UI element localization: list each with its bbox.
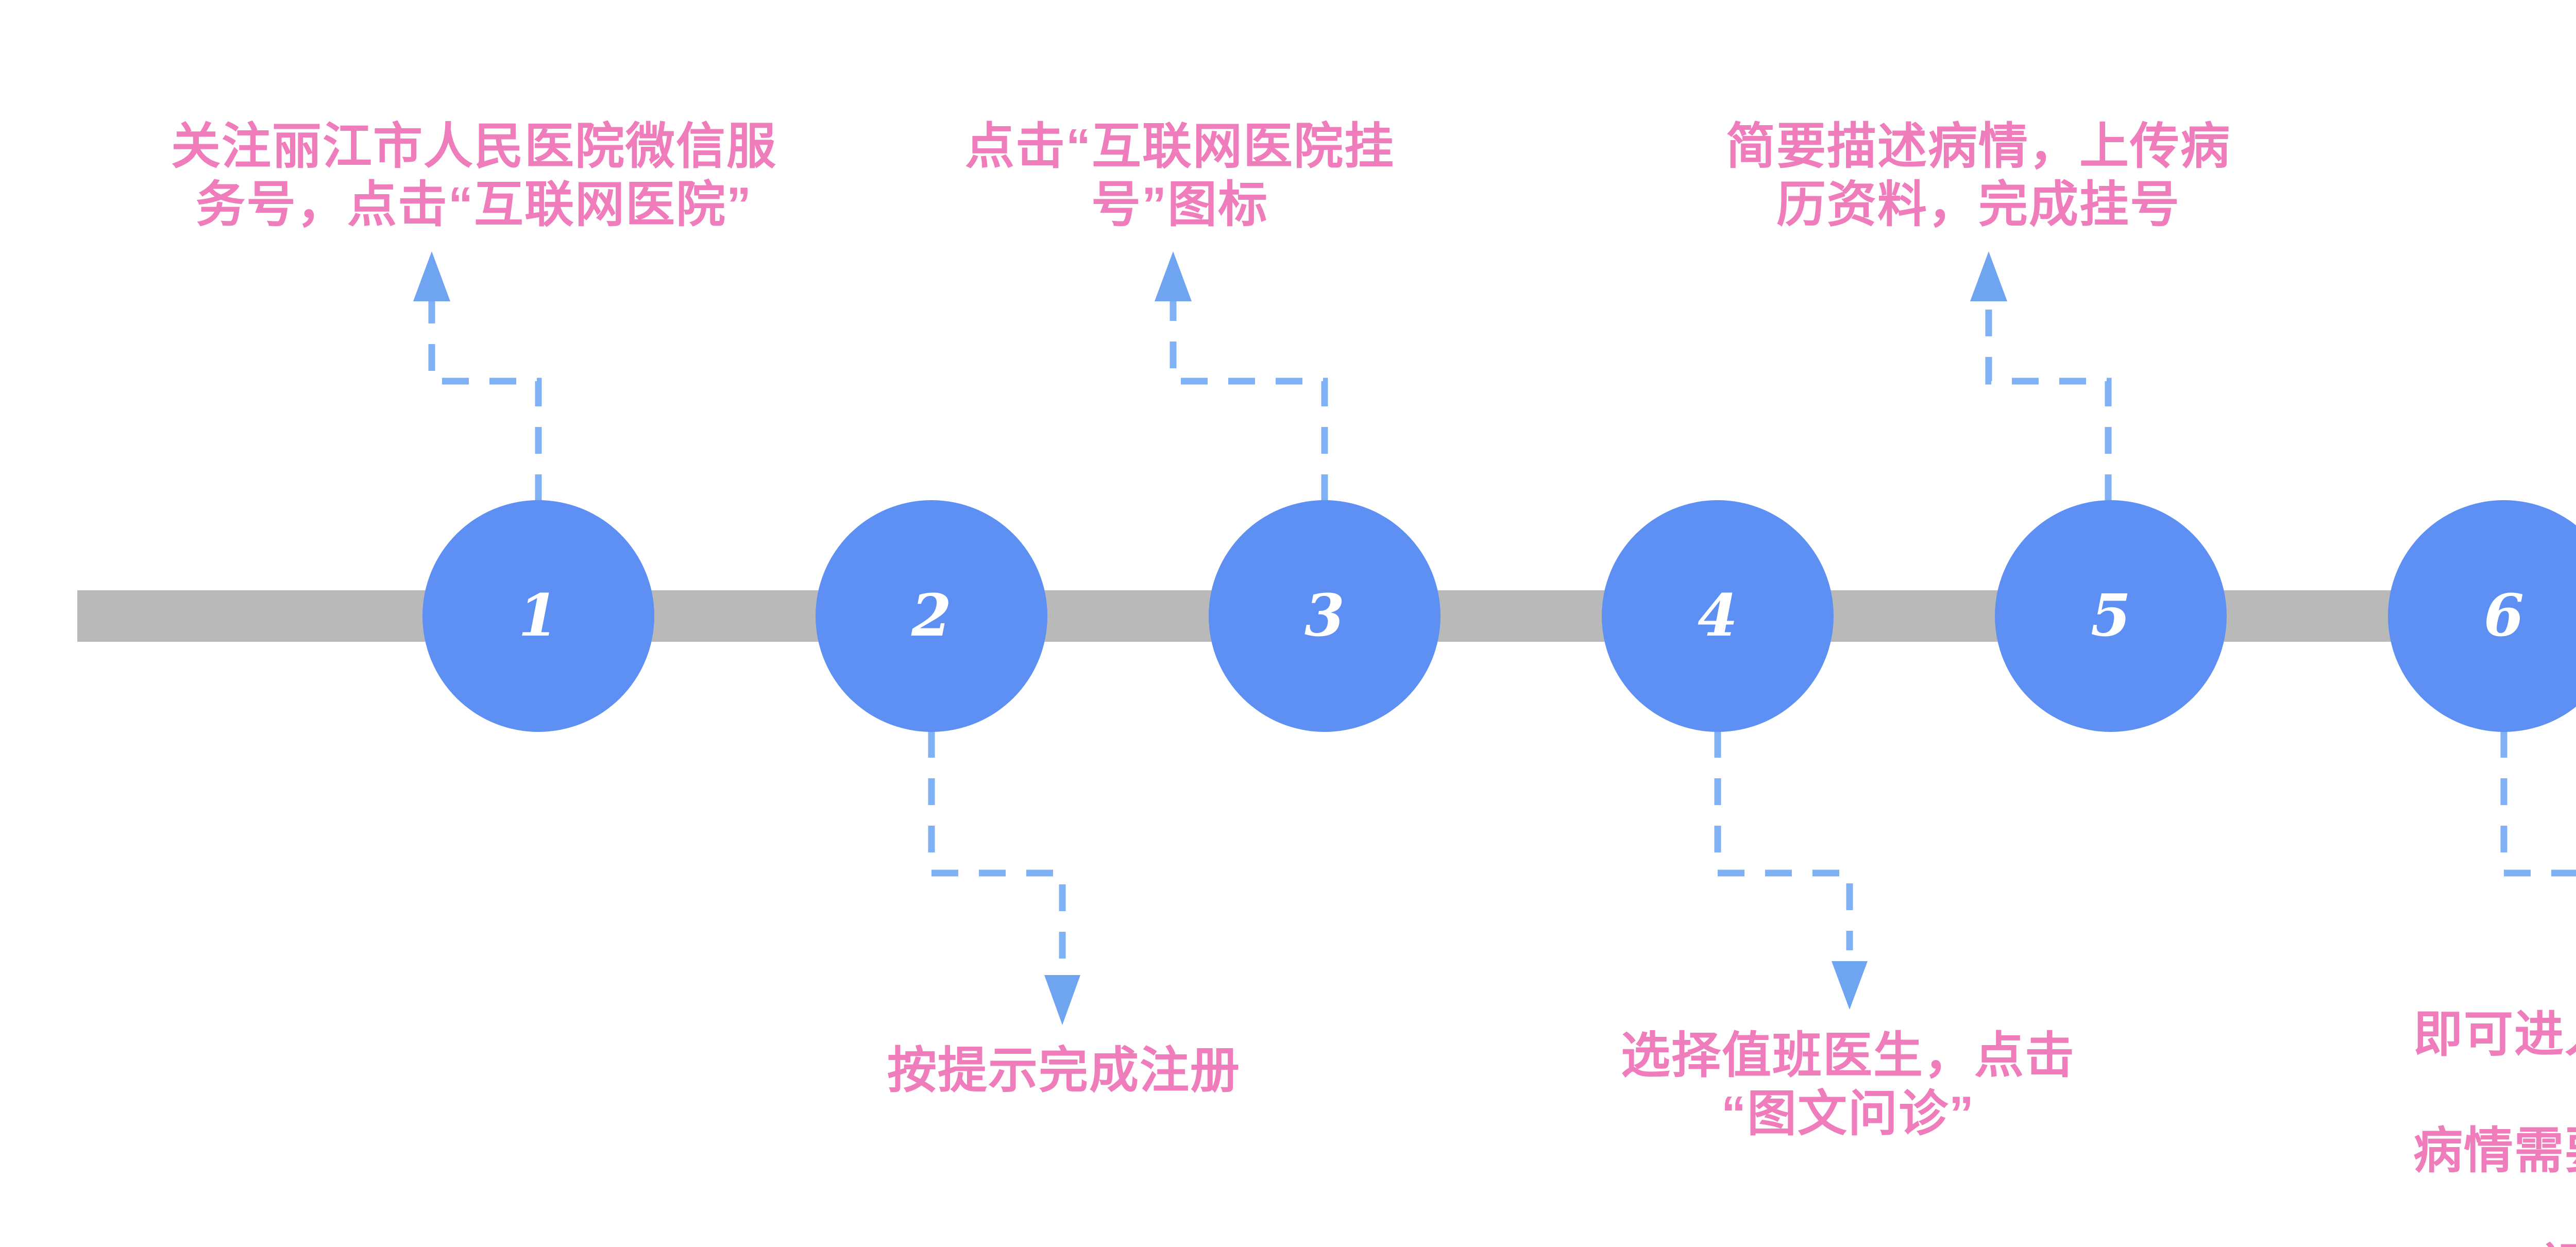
step-number: 5 <box>2091 582 2131 650</box>
up-arrow-icon-step5 <box>1970 251 2007 301</box>
step-number: 4 <box>1698 582 1738 650</box>
connector-elbow-step5 <box>1985 301 2112 501</box>
step-note-1: 关注丽江市人民医院微信服 务号，点击“互联网医院” <box>171 119 777 232</box>
up-arrow-icon-step3 <box>1155 251 1192 301</box>
connector-elbow-step2 <box>928 731 1066 964</box>
step-circle-1: 1 <box>422 500 654 732</box>
step-circle-6: 6 <box>2388 500 2576 732</box>
step-note-4: 选择值班医生，点击 “图文问诊” <box>1621 1028 2075 1141</box>
connector-elbow-step4 <box>1714 731 1853 950</box>
step-circle-5: 5 <box>1995 500 2227 732</box>
step-number: 3 <box>1304 582 1345 650</box>
step-number: 1 <box>518 582 558 650</box>
step-circle-4: 4 <box>1602 500 1834 732</box>
step-circle-2: 2 <box>816 500 1047 732</box>
step-note-5: 简要描述病情，上传病 历资料，完成挂号 <box>1726 119 2231 232</box>
connector-elbow-step3 <box>1170 301 1328 501</box>
down-arrow-icon-step2 <box>1044 975 1080 1025</box>
step-note-2: 按提示完成注册 <box>887 1043 1241 1098</box>
step-note-3: 点击“互联网医院挂 号”图标 <box>965 119 1395 232</box>
step-note-6: 即可进入诊间就医，如 病情需要，医生可发起 视频问诊 <box>2413 1007 2576 1247</box>
connector-elbow-step6 <box>2500 731 2576 877</box>
connector-elbow-step1 <box>428 301 542 501</box>
step-number: 2 <box>911 582 952 650</box>
step-number: 6 <box>2484 582 2524 650</box>
step-circle-3: 3 <box>1209 500 1440 732</box>
up-arrow-icon-step1 <box>413 251 450 301</box>
down-arrow-icon-step4 <box>1832 961 1868 1010</box>
